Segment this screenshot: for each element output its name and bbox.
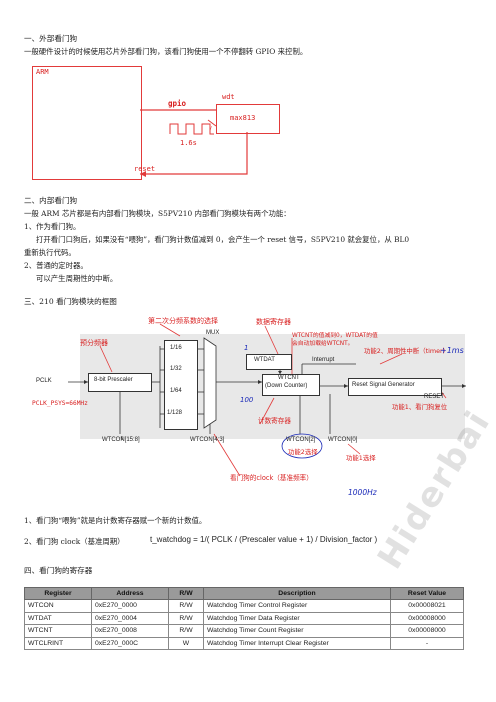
- cell-address: 0xE270_000C: [91, 636, 169, 650]
- cell-address: 0xE270_0000: [91, 599, 169, 613]
- cell-reset-value: -: [390, 636, 464, 650]
- note-clock-formula: t_watchdog = 1/( PCLK / (Prescaler value…: [150, 535, 378, 544]
- cell-register: WTDAT: [24, 611, 92, 625]
- section2-item2-desc: 可以产生周期性的中断。: [36, 274, 118, 283]
- wtcon-15-8-label: WTCON[15:8]: [102, 437, 140, 443]
- col-register: Register: [24, 587, 92, 600]
- divider-box: [164, 340, 198, 430]
- annot-function2-select: 功能2选择: [288, 448, 318, 456]
- section1-desc: 一般硬件设计的时候使用芯片外部看门狗，该看门狗使用一个不停翻转 GPIO 来控制…: [24, 47, 308, 56]
- cell-address: 0xE270_0004: [91, 611, 169, 625]
- handwrite-1: 1: [244, 344, 249, 352]
- external-watchdog-figure: ARM wdt max813 gpio 1.6s reset /: [32, 66, 302, 186]
- max813-label: max813: [230, 114, 256, 122]
- table-row: WTDAT 0xE270_0004 R/W Watchdog Timer Dat…: [24, 611, 464, 625]
- arm-label: ARM: [36, 68, 49, 76]
- handwrite-ms: +1ms: [440, 346, 464, 355]
- annot-function2: 功能2、周期性中断（timer）: [364, 347, 450, 355]
- wtdat-box: [246, 354, 292, 370]
- prescaler-label: 8-bit Prescaler: [94, 377, 133, 383]
- time-label: 1.6s: [180, 139, 197, 147]
- table-row: WTCLRINT 0xE270_000C W Watchdog Timer In…: [24, 636, 464, 650]
- section4-heading: 四、看门狗的寄存器: [24, 566, 93, 575]
- note-feed-dog: 1、看门狗“喂狗”就是向计数寄存器赋一个新的计数值。: [24, 516, 207, 525]
- gpio-label: gpio: [168, 99, 187, 108]
- section2-item1-desc-line2: 重新执行代码。: [24, 248, 76, 257]
- register-table: Register Address R/W Description Reset V…: [24, 587, 464, 650]
- reset-out-label: RESET: [424, 394, 445, 400]
- mux-label: MUX: [206, 330, 220, 336]
- register-table-header: Register Address R/W Description Reset V…: [24, 587, 464, 600]
- cell-address: 0xE270_0008: [91, 624, 169, 638]
- wtcnt-box: [262, 374, 320, 396]
- wtdat-label: WTDAT: [254, 357, 275, 363]
- wtcon-4-3-label: WTCON[4:3]: [190, 437, 225, 443]
- reset-generator-box: [348, 378, 442, 396]
- arm-block: [32, 66, 142, 180]
- interrupt-label: Interrupt: [312, 357, 335, 363]
- cell-rw: W: [168, 636, 204, 650]
- col-reset-value: Reset Value: [390, 587, 464, 600]
- div-64: 1/64: [170, 388, 182, 394]
- section2-item1: 1、作为看门狗。: [24, 222, 81, 231]
- svg-text:/: /: [210, 126, 212, 132]
- col-address: Address: [91, 587, 169, 600]
- div-16: 1/16: [170, 345, 182, 351]
- cell-reset-value: 0x00008000: [390, 611, 464, 625]
- table-row: WTCON 0xE270_0000 R/W Watchdog Timer Con…: [24, 599, 464, 613]
- section1-heading: 一、外部看门狗: [24, 34, 78, 43]
- wtcon-2-label: WTCON[2]: [286, 437, 316, 443]
- annot-count-register: 计数寄存器: [258, 417, 291, 425]
- cell-register: WTCNT: [24, 624, 92, 638]
- annot-function1: 功能1、看门狗复位: [392, 403, 448, 411]
- cell-description: Watchdog Timer Control Register: [203, 599, 391, 613]
- cell-rw: R/W: [168, 611, 204, 625]
- reset-label: reset: [134, 165, 156, 173]
- pclk-label: PCLK: [36, 378, 52, 384]
- wtcnt-label: WTCNT: [278, 375, 300, 381]
- wdt-label: wdt: [222, 93, 235, 101]
- annot-pclk-freq: PCLK_PSYS=66MHz: [32, 400, 88, 407]
- section2-item1-desc-line1: 打开看门口狗后，如果没有“喂狗”，看门狗计数值减到 0，会产生一个 reset …: [36, 235, 410, 244]
- annot-function1-select: 功能1选择: [346, 454, 376, 462]
- handwrite-freq: 1000Hz: [348, 488, 377, 497]
- note-clock-label: 2、看门狗 clock（基准周期）: [24, 537, 125, 546]
- handwrite-100: 100: [240, 396, 254, 404]
- external-watchdog-lines: /: [140, 109, 248, 177]
- diagram-lines: [68, 323, 466, 477]
- cell-description: Watchdog Timer Count Register: [203, 624, 391, 638]
- section3-heading: 三、210 看门狗模块的框图: [24, 297, 117, 306]
- div-32: 1/32: [170, 366, 182, 372]
- section2-item2: 2、普通的定时器。: [24, 261, 88, 270]
- cell-rw: R/W: [168, 624, 204, 638]
- watchdog-block-diagram: 8-bit Prescaler 1/16 1/32 1/64 1/128 MUX…: [30, 316, 480, 511]
- col-description: Description: [203, 587, 391, 600]
- annot-watchdog-clock: 看门狗的clock（基准频率）: [230, 474, 313, 482]
- annot-second-divider: 第二次分频系数的选择: [148, 317, 218, 325]
- annot-wtcnt-note-1: WTCNT的值减到0，WTDAT的值: [292, 333, 378, 339]
- annot-wtcnt-note-2: 会自动加载给WTCNT。: [292, 341, 354, 347]
- max813-block: [216, 104, 280, 134]
- cell-description: Watchdog Timer Data Register: [203, 611, 391, 625]
- annot-data-register: 数据寄存器: [256, 318, 291, 326]
- cell-register: WTCON: [24, 599, 92, 613]
- cell-reset-value: 0x00008021: [390, 599, 464, 613]
- wtcnt-sub-label: (Down Counter): [265, 383, 308, 389]
- annot-prescaler: 预分频器: [80, 339, 108, 347]
- wtcon-0-label: WTCON[0]: [328, 437, 358, 443]
- cell-description: Watchdog Timer Interrupt Clear Register: [203, 636, 391, 650]
- table-row: WTCNT 0xE270_0008 R/W Watchdog Timer Cou…: [24, 624, 464, 638]
- div-128: 1/128: [167, 410, 183, 416]
- prescaler-box: [88, 373, 152, 392]
- col-rw: R/W: [168, 587, 204, 600]
- section2-intro: 一般 ARM 芯片都是有内部看门狗模块，S5PV210 内部看门狗模块有两个功能…: [24, 209, 291, 218]
- cell-register: WTCLRINT: [24, 636, 92, 650]
- cell-rw: R/W: [168, 599, 204, 613]
- cell-reset-value: 0x00008000: [390, 624, 464, 638]
- reset-generator-label: Reset Signal Generator: [352, 382, 415, 388]
- section2-heading: 二、内部看门狗: [24, 196, 78, 205]
